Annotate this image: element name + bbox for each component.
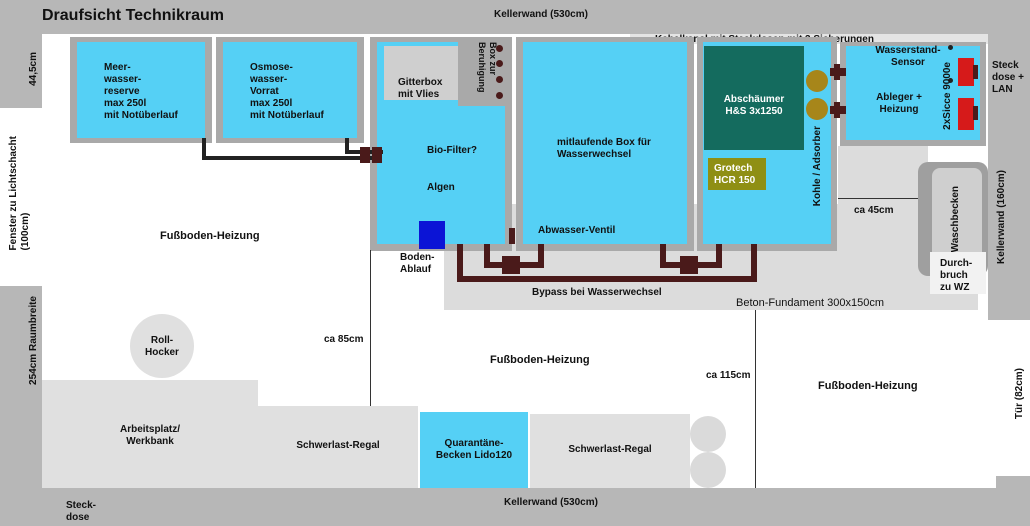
bypass-loop-2-right [716,244,722,268]
bucket-2 [690,452,726,488]
pump-2-cap [973,106,978,120]
kohle-label: Kohle / Adsorber [812,126,823,207]
bypass-valve-1 [502,256,520,274]
grotech [708,158,766,190]
bypass-valve-2 [680,256,698,274]
shelf-1 [258,406,418,488]
right-wall-bottom [996,476,1030,488]
floor-heating-left: Fußboden-Heizung [160,230,260,242]
sump-mid [523,42,687,244]
sensor-label: Wasserstand- Sensor [875,45,941,68]
connector-1-end [834,64,840,80]
waschbecken-inner [932,168,982,264]
osmosis-label: Osmose- wasser- Vorrat max 250l mit Notü… [250,62,324,121]
pump-2 [958,98,974,130]
ca115-line [755,310,756,488]
right-door [996,320,1030,476]
floor-drain-marker [419,221,445,249]
ca85-line [370,250,371,406]
biofilter-label: Bio-Filter? [427,145,477,156]
fundament-label: Beton-Fundament 300x150cm [736,297,884,309]
osmosis-tank [223,42,357,138]
abschaeumer-label: Abschäumer H&S 3x1250 [723,94,785,117]
shelf-2 [530,414,690,488]
bypass-label: Bypass bei Wasserwechsel [532,287,662,298]
sicce-label: 2xSicce 9000e [942,62,953,130]
kohle-ball-1 [806,70,828,92]
seawater-tank [77,42,205,138]
beruhigung-dot-3 [496,76,503,83]
pump-1 [958,58,974,86]
connector-2-end [834,102,840,118]
bucket-1 [690,416,726,452]
abschaeumer [704,46,804,150]
grotech-label: Grotech HCR 150 [714,163,756,186]
left-window [0,108,42,286]
bypass-left-down [457,244,463,280]
durchbruch [930,252,986,294]
bottom-socket-label: Steck- dose [66,500,97,523]
right-wall [988,34,1030,320]
ca115-label: ca 115cm [706,370,751,381]
beruhigung-dot-2 [496,60,503,67]
durchbruch-label: Durch- bruch zu WZ [940,258,973,293]
right-door-label: Tür (82cm) [1014,368,1025,420]
right-socket-label: Steck dose + LAN [992,60,1024,95]
bypass-junction [509,228,515,244]
roll-hocker [130,314,194,378]
ableger-tank [846,46,980,140]
ca85-label: ca 85cm [324,334,364,345]
bypass-loop-2-left [660,244,666,268]
inlet-fitting [360,147,370,163]
bottom-wall-label: Kellerwand (530cm) [504,497,598,508]
seawater-label: Meer- wasser- reserve max 250l mit Notüb… [104,62,178,121]
beruhigung-dot-4 [496,92,503,99]
sensor-dot-2 [948,78,953,83]
ca45-line [838,198,918,199]
gitterbox [384,46,464,100]
top-wall [0,0,1030,34]
top-wall-label: Kellerwand (530cm) [494,9,588,20]
bodenablauf-label: Boden- Ablauf [400,252,435,275]
bottom-wall [0,488,1030,526]
workbench [42,380,258,488]
shelf-2-label: Schwerlast-Regal [568,444,652,455]
inlet-fitting-2 [372,147,382,163]
box-beruhigung [458,38,512,106]
algen-label: Algen [427,182,455,193]
ca45-label: ca 45cm [854,205,894,216]
foundation-strip [838,146,928,206]
seawater-pipe-down [202,138,206,160]
osmosis-pipe-down [345,138,349,154]
quarantine-label: Quarantäne- Becken Lido120 [435,438,513,461]
workbench-label: Arbeitsplatz/ Werkbank [119,424,180,447]
floor-heating-right: Fußboden-Heizung [818,380,918,392]
abwasser-label: Abwasser-Ventil [538,225,616,236]
left-wall-bottom [0,286,42,488]
bypass-bottom [457,276,757,282]
sensor-dot-1 [948,45,953,50]
bypass-loop-1-right [538,244,544,268]
quarantine-tank [420,412,528,488]
roll-hocker-label: Roll- Hocker [145,335,179,358]
left-wall-top [0,34,42,108]
ableger-label: Ableger + Heizung [876,92,922,115]
left-top-measure: 44,5cm [28,52,39,86]
box-beruhigung-label: Box zur Beruhigung [477,42,498,93]
left-window-label: Fenster zu Lichtschacht (100cm) [8,136,31,251]
bypass-loop-1-left [484,244,490,268]
waschbecken-label: Waschbecken [950,186,961,253]
left-room-label: 254cm Raumbreite [28,296,39,385]
right-wall-label: Kellerwand (160cm) [996,170,1007,264]
bypass-right-down [751,244,757,282]
shelf-1-label: Schwerlast-Regal [296,440,380,451]
pump-1-cap [973,65,978,79]
mitlaufende-box-label: mitlaufende Box für Wasserwechsel [557,137,651,160]
floor-heating-mid: Fußboden-Heizung [490,354,590,366]
kohle-ball-2 [806,98,828,120]
page-title: Draufsicht Technikraum [42,7,224,24]
beruhigung-dot-1 [496,45,503,52]
gitterbox-label: Gitterbox mit Vlies [398,77,443,100]
seawater-pipe-across [202,156,382,160]
